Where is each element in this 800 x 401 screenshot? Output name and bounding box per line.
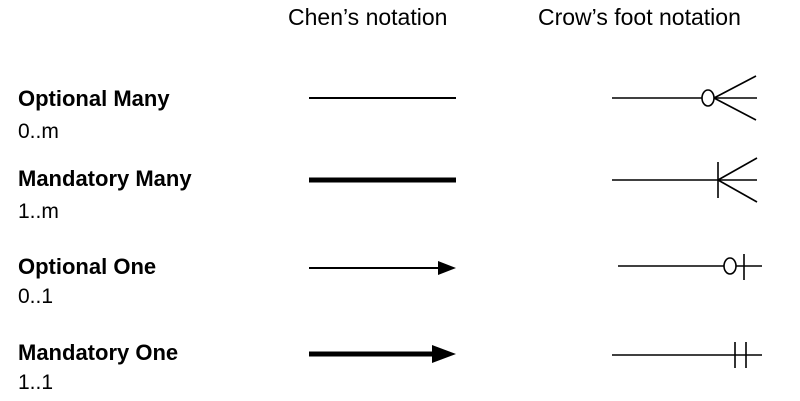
mandatory-many-cardinality: 1..m [18, 200, 59, 223]
mandatory-one-title: Mandatory One [18, 340, 179, 365]
chen-mandatory-one-thick-arrow [309, 345, 456, 363]
crows-foot-mandatory-one-symbol [612, 342, 762, 368]
mandatory-one-cardinality: 1..1 [18, 371, 54, 394]
optional-one-cardinality: 0..1 [18, 285, 54, 308]
chen-notation-header: Chen’s notation [288, 4, 448, 30]
mandatory-many-title: Mandatory Many [18, 166, 192, 191]
crows-foot-optional-one-symbol [618, 254, 762, 280]
chen-optional-one-thin-arrow [309, 261, 456, 275]
crows-foot-optional-many-symbol [612, 75, 757, 121]
crows-foot-notation-header: Crow’s foot notation [538, 4, 741, 30]
optional-many-title: Optional Many [18, 86, 170, 111]
optional-many-cardinality: 0..m [18, 120, 59, 143]
optional-one-title: Optional One [18, 254, 157, 279]
crows-foot-mandatory-many-symbol [612, 157, 758, 203]
